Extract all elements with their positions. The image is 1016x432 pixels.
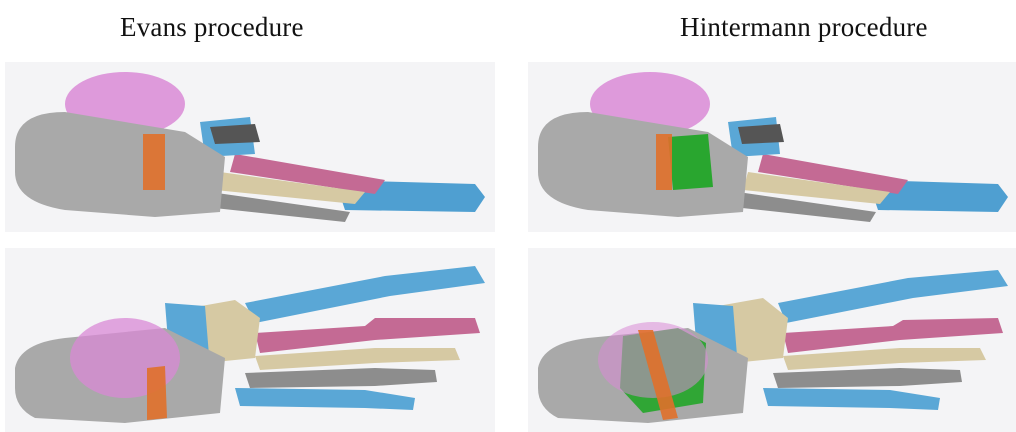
evans-dorsal-view: [5, 248, 495, 432]
hintermann-procedure-title: Hintermann procedure: [680, 12, 928, 43]
evans-lateral-view: [5, 62, 495, 232]
hintermann-lateral-view: [528, 62, 1016, 232]
hintermann-dorsal-view: [528, 248, 1016, 432]
evans-procedure-title: Evans procedure: [120, 12, 304, 43]
